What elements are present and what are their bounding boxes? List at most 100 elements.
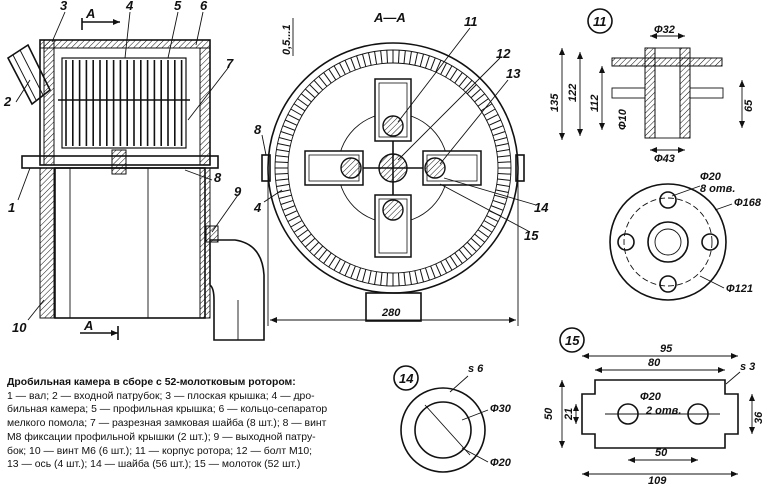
separator-tooth: [367, 52, 372, 66]
separator-tooth: [494, 136, 508, 142]
section-arrow-label-top: А: [85, 6, 95, 21]
separator-tooth: [419, 269, 425, 283]
separator-tooth: [276, 149, 290, 153]
dim-d168: Ф168: [734, 197, 762, 209]
separator-tooth: [419, 53, 425, 67]
caption-line: бок; 10 — винт М6 (6 шт.); 11 — корпус р…: [7, 445, 313, 457]
part-label-12: 12: [496, 46, 511, 61]
separator-tooth: [424, 55, 430, 69]
separator-tooth: [300, 233, 312, 243]
separator-tooth: [397, 272, 400, 286]
separator-tooth: [275, 161, 289, 164]
dim-w109: 109: [648, 475, 667, 487]
separator-tooth: [309, 241, 320, 252]
separator-tooth: [497, 178, 511, 181]
separator-tooth: [386, 272, 389, 286]
dim-outer-dia: 280: [381, 307, 401, 319]
separator-tooth: [386, 50, 389, 64]
separator-tooth: [445, 258, 453, 271]
part-label-3: 3: [60, 0, 68, 13]
dim-h50: 50: [543, 407, 555, 420]
separator-tooth: [414, 52, 419, 66]
detail-15-badge: 15: [565, 333, 580, 348]
separator-tooth: [356, 267, 362, 281]
outlet-elbow: [205, 225, 265, 341]
dim-h21: 21: [563, 408, 575, 421]
separator-tooth: [328, 255, 337, 268]
separator-tooth: [486, 113, 499, 121]
part-label-14: 14: [534, 200, 549, 215]
separator-tooth: [280, 131, 294, 137]
part-label-6: 6: [200, 0, 208, 13]
separator-tooth: [278, 136, 292, 142]
separator-tooth: [458, 249, 468, 261]
separator-tooth: [275, 172, 289, 175]
separator-tooth: [338, 62, 346, 75]
separator-tooth: [492, 131, 506, 137]
separator-tooth: [496, 183, 510, 187]
separator-tooth: [367, 270, 372, 284]
separator-tooth: [293, 103, 306, 112]
separator-tooth: [278, 194, 292, 200]
separator-tooth: [374, 271, 378, 285]
separator-tooth: [435, 59, 442, 73]
separator-tooth: [277, 142, 291, 147]
detail-14-washer: 14 s 6 Ф30 Ф20: [393, 363, 512, 473]
separator-tooth: [486, 215, 499, 223]
caption-line: 1 — вал; 2 — входной патрубок; 3 — плоск…: [7, 390, 315, 402]
dim-w95: 95: [660, 343, 673, 355]
separator-tooth: [490, 125, 504, 131]
caption-title: Дробильная камера в сборе с 52-молотковы…: [7, 377, 296, 388]
part-label-4: 4: [125, 0, 134, 13]
separator-tooth: [497, 155, 511, 158]
separator-tooth: [483, 108, 496, 116]
dim-d43: Ф43: [654, 153, 675, 165]
separator-tooth: [454, 72, 463, 84]
separator-tooth: [408, 271, 412, 285]
separator-tooth: [361, 269, 367, 283]
detail-11-rotor-housing: 11 Ф32 135 122 112 Ф10 65 Ф43: [549, 8, 755, 165]
part-label-13: 13: [506, 66, 521, 81]
separator-tooth: [293, 224, 306, 233]
separator-tooth: [397, 50, 400, 64]
dim-d121: Ф121: [726, 283, 753, 295]
detail-11-badge: 11: [593, 14, 607, 29]
separator-tooth: [290, 108, 303, 116]
dim-d20-washer: Ф20: [490, 457, 512, 469]
separator-tooth: [282, 205, 296, 211]
dim-h135: 135: [549, 93, 561, 112]
separator-tooth: [430, 265, 436, 279]
separator-tooth: [297, 229, 309, 238]
dim-w80: 80: [648, 357, 661, 369]
separator-tooth: [313, 245, 324, 257]
part-label-8-left: 8: [214, 170, 222, 185]
part-label-11: 11: [464, 14, 478, 29]
part-label-5: 5: [174, 0, 182, 13]
separator-tooth: [480, 103, 493, 112]
dim-h65: 65: [743, 99, 755, 112]
separator-tooth: [440, 261, 448, 274]
separator-tooth: [304, 237, 316, 248]
separator-tooth: [356, 55, 362, 69]
separator-tooth: [490, 205, 504, 211]
part-label-2: 2: [3, 94, 12, 109]
separator-tooth: [350, 57, 356, 71]
rotor-hammers: [58, 57, 190, 149]
hammer-group: [304, 78, 482, 258]
caption-line: мелкого помола; 7 — разрезная замковая ш…: [7, 418, 327, 430]
dim-gap: 0,5...1: [281, 24, 293, 55]
separator-tooth: [275, 178, 289, 181]
separator-tooth: [470, 237, 482, 248]
separator-tooth: [496, 149, 510, 153]
separator-tooth: [494, 194, 508, 200]
part-label-15: 15: [524, 228, 539, 243]
separator-tooth: [470, 88, 482, 99]
separator-tooth: [323, 252, 332, 264]
separator-tooth: [275, 155, 289, 158]
dim-d30: Ф30: [490, 403, 512, 415]
dim-d32: Ф32: [654, 24, 675, 36]
separator-tooth: [440, 62, 448, 75]
separator-tooth: [297, 98, 309, 107]
separator-tooth: [424, 267, 430, 281]
